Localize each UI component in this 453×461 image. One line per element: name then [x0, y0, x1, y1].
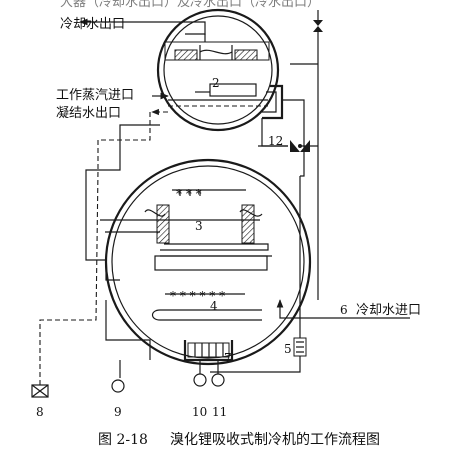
upper-right-pipe: [282, 99, 305, 177]
sump-tank-7: 7: [183, 340, 234, 365]
upper-vessel: [156, 8, 284, 132]
label-4: 4: [210, 299, 218, 313]
top-right-valve: [290, 10, 323, 300]
label-2: 2: [212, 76, 220, 90]
generator-tube-bundle: [168, 83, 268, 107]
pumps-10-11: 10 11: [192, 360, 227, 419]
label-6: 6: [340, 303, 348, 317]
left-dashed-line: [39, 112, 151, 390]
top-cutoff-text: 大器（冷却水出口）及冷水出口（冷水出口）: [60, 0, 320, 10]
label-10: 10: [192, 405, 207, 419]
svg-text:* * * * * *: * * * * * *: [170, 289, 225, 303]
cooling-water-inlet-label: 冷却水进口: [356, 303, 421, 318]
label-11: 11: [212, 405, 227, 419]
condenser-tube-bundle: [164, 33, 270, 61]
condensate-outlet: 凝结水出口: [56, 105, 168, 121]
cooling-water-outlet: 冷却水出口: [60, 17, 206, 35]
working-steam-inlet: 工作蒸汽进口: [56, 88, 169, 103]
figure-number: 图 2-18: [98, 432, 148, 448]
label-8: 8: [36, 405, 44, 419]
figure-title: 溴化锂吸收式制冷机的工作流程图: [170, 432, 380, 448]
working-steam-inlet-label: 工作蒸汽进口: [56, 88, 134, 103]
label-3: 3: [195, 219, 203, 233]
pump-8: 8: [31, 384, 49, 419]
lower-spray: * * * * * * 4: [151, 289, 262, 321]
svg-text:* * *: * * *: [176, 187, 202, 201]
cooling-water-inlet: 6 冷却水进口: [276, 299, 421, 319]
label-9: 9: [114, 405, 122, 419]
cooling-water-outlet-label: 冷却水出口: [60, 17, 125, 32]
upper-spray: * * *: [172, 187, 246, 201]
evaporator-tray: 3: [100, 204, 272, 271]
lower-vessel: [104, 158, 312, 366]
heat-exchanger-5: 5: [210, 176, 307, 373]
condensate-outlet-label: 凝结水出口: [56, 105, 121, 121]
label-5: 5: [284, 342, 292, 356]
figure-caption: 图 2-18 溴化锂吸收式制冷机的工作流程图: [98, 432, 380, 448]
label-7: 7: [224, 351, 232, 365]
pump-9: 9: [111, 379, 125, 419]
lower-left-pipe: [105, 260, 120, 281]
label-12: 12: [268, 134, 283, 148]
valve-12: 12: [258, 134, 318, 152]
